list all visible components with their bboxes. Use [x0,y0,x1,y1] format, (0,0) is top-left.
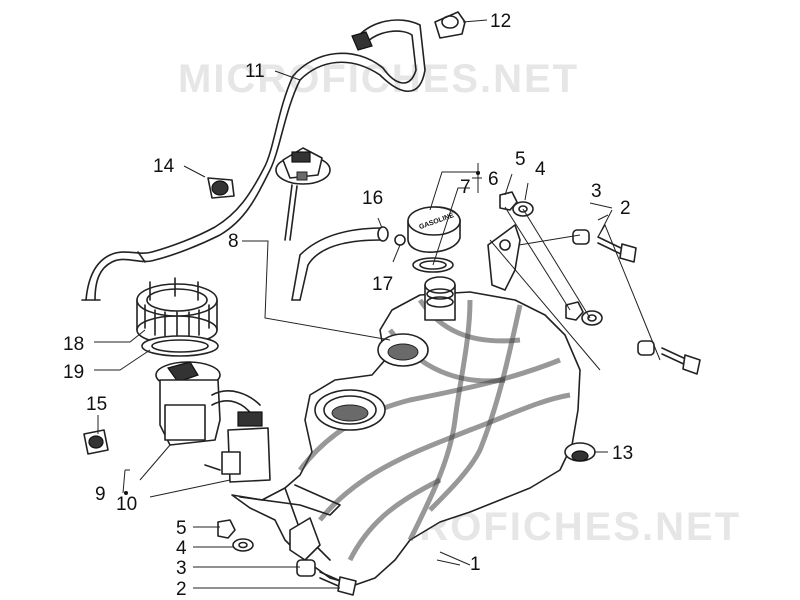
fuel-cap: GASOLINE [407,206,461,273]
callout-2-bottom: 2 [176,579,187,600]
bolt-2-mid [661,347,701,375]
callout-10: 10 [116,494,137,515]
hose-clip-14 [207,177,235,199]
clamp-17 [394,234,406,246]
spacer-3-mid [637,340,655,356]
callout-8: 8 [228,231,239,252]
watermark-top: MICROFICHES.NET [178,57,579,101]
washer-4-bottom [232,538,254,552]
callout-15: 15 [86,394,107,415]
pump-gasket [141,335,219,357]
pump-ring-nut [136,277,218,345]
breather-hose [81,19,426,301]
callout-13: 13 [612,443,633,464]
spacer-3-top [572,229,590,245]
callout-17: 17 [372,274,393,295]
hose-clip-12 [434,11,466,39]
callout-4-bottom: 4 [176,538,187,559]
bolt-2-top [597,236,637,263]
nut-5-bottom [217,519,236,539]
fuel-level-sender [275,147,331,241]
hose-16 [291,226,389,301]
fuel-pump [155,361,271,483]
callout-18: 18 [63,334,84,355]
callout-5-top: 5 [515,149,526,170]
callout-3-bottom: 3 [176,558,187,579]
callout-11: 11 [245,61,265,82]
callout-3-top: 3 [591,181,602,202]
fuel-tank [231,224,581,586]
callout-6: 6 [488,169,499,190]
callout-14: 14 [153,156,175,177]
callout-9: 9 [95,484,106,505]
callout-5-bottom: 5 [176,518,187,539]
clamp-15 [83,429,109,455]
bolt-2-bottom [319,571,357,596]
callout-7: 7 [460,177,471,198]
nut-5-mid [565,301,584,321]
callout-labels: 1 2 3 4 5 2 3 4 5 6 7 8 9 10 11 12 13 14… [63,11,633,600]
clamp-13 [564,442,596,462]
leader-lines [94,19,661,589]
callout-12: 12 [490,11,511,32]
bracket-dot-9 [124,491,128,495]
washer-4-mid [581,310,603,326]
bracket-dot-6 [476,171,480,175]
callout-4-top: 4 [535,159,546,180]
callout-1: 1 [470,554,481,575]
callout-2-top: 2 [620,198,631,219]
callout-16: 16 [362,188,383,209]
spacer-3-bottom [296,559,316,577]
callout-19: 19 [63,362,84,383]
